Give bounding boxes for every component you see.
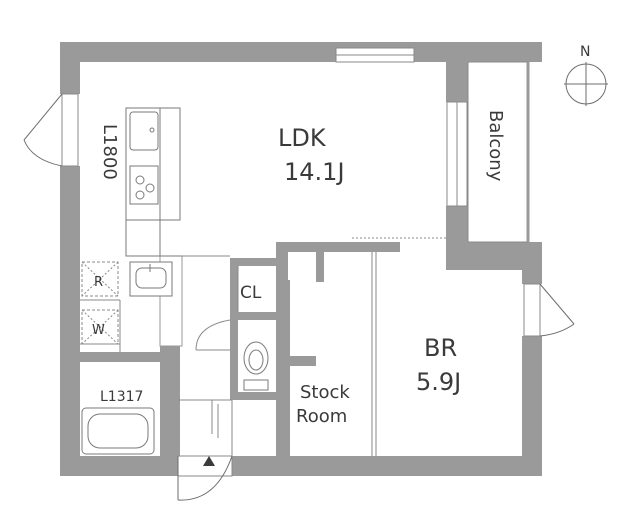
closet-label: CL [240,283,262,303]
thin-lines [80,237,446,456]
kitchen-counter [125,107,182,257]
kitchen-length-label: L1800 [99,124,120,180]
compass-icon [564,62,608,106]
sink-drain-icon [149,127,155,133]
br-room-size: 5.9J [416,368,461,396]
stock-room-label-line1: Stock [300,382,350,403]
toilet [243,341,269,391]
washer-space [81,309,119,345]
entrance-arrow-icon [203,456,215,466]
balcony-label: Balcony [485,110,506,182]
ldk-side-door [23,93,79,167]
stove-burner-icon [135,175,145,185]
compass-north-label: N [580,44,590,60]
stove-burner-icon [135,190,145,200]
br-side-window [523,283,575,337]
top-window [335,47,415,63]
entrance-door [177,455,233,501]
bathtub [81,407,155,455]
balcony [446,61,530,243]
washer-mark: W [92,323,105,338]
stove-burner-icon [145,183,155,193]
fridge-space [81,261,119,297]
exterior-walls [60,42,542,476]
bath-length-label: L1317 [100,389,143,405]
br-room-name: BR [424,334,457,362]
stock-room-label-line2: Room [296,406,347,427]
ldk-room-name: LDK [278,124,327,152]
interior-walls [80,242,400,456]
washbasin [129,261,173,297]
fridge-mark: R [94,275,103,290]
ldk-room-size: 14.1J [284,158,345,186]
